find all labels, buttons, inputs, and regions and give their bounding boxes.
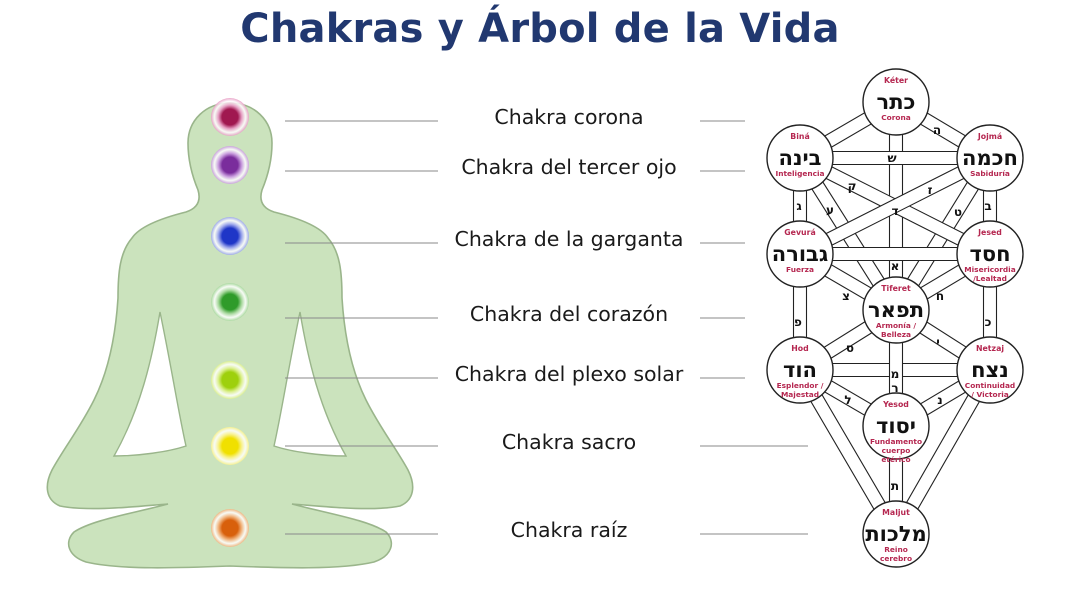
sephira-meaning: Sabiduría	[970, 169, 1010, 178]
sephira-name: Hod	[791, 344, 808, 353]
sephira-name: Jojmá	[977, 132, 1002, 141]
sephira-name: Netzaj	[976, 344, 1004, 353]
sephira-circle	[766, 124, 834, 192]
path-letter: ג	[796, 199, 802, 213]
sephira-meaning: Belleza	[881, 330, 911, 339]
sephira-hebrew: בינה	[779, 146, 822, 170]
page-title: Chakras y Árbol de la Vida	[240, 6, 840, 52]
path-letter: פ	[794, 315, 802, 329]
chakra-dot-5	[211, 361, 249, 399]
chakra-label: Chakra del tercer ojo	[461, 155, 677, 179]
sephira-hebrew: תפאר	[868, 298, 924, 322]
left-arm-gap	[112, 311, 187, 457]
path-letter: ז	[928, 183, 933, 197]
sephira-meaning: cuerpo	[882, 446, 911, 455]
sephira-circle	[956, 336, 1024, 404]
path-letter: כ	[985, 315, 992, 329]
chakra-label: Chakra corona	[494, 105, 644, 129]
sephira-name: Biná	[790, 132, 809, 141]
sephira-meaning: / Victoria	[971, 390, 1009, 399]
sephira-circle	[956, 124, 1024, 192]
chakra-dot-4	[211, 283, 249, 321]
sephira-circle	[862, 276, 930, 344]
path-letter: ל	[844, 393, 851, 407]
chakra-dot-7	[211, 509, 249, 547]
sephira-hebrew: הוד	[783, 358, 817, 382]
path-letter: מ	[891, 367, 900, 381]
sephira-meaning: Esplendor /	[777, 381, 824, 390]
path-letter: ע	[826, 203, 834, 217]
sephira-name: Maljut	[882, 508, 910, 517]
sephira-circle	[862, 392, 930, 460]
chakra-label: Chakra del corazón	[469, 302, 669, 326]
sephira-circle	[862, 68, 930, 136]
path-letter: ט	[954, 205, 962, 219]
path-letter: י	[936, 335, 940, 349]
path-letter: ת	[891, 479, 899, 493]
path-letter: ד	[891, 204, 898, 218]
sephira-meaning: /Lealtad	[973, 274, 1007, 283]
sephira-name: Yesod	[882, 400, 909, 409]
path-letter: ר	[891, 381, 898, 395]
sephira-circle	[766, 336, 834, 404]
path-letter: ח	[936, 289, 944, 303]
chakra-label: Chakra de la garganta	[454, 227, 684, 251]
sephira-hebrew: מלכות	[865, 522, 926, 546]
chakra-dot-6	[211, 427, 249, 465]
sephira-meaning: etérico	[881, 455, 910, 464]
sephira-circle	[766, 220, 834, 288]
sephira-meaning: Fuerza	[786, 265, 814, 274]
sephira-circle	[956, 220, 1024, 288]
path-letter: נ	[937, 393, 942, 407]
sephira-meaning: Reino	[884, 545, 908, 554]
path-letter: ש	[887, 151, 896, 165]
sephira-meaning: cerebro	[880, 554, 912, 563]
chakra-label: Chakra raíz	[510, 518, 628, 542]
path-letter: צ	[842, 289, 850, 303]
path-letter: ב	[984, 199, 991, 213]
sephira-meaning: Armonía /	[876, 321, 916, 330]
sephira-hebrew: נצח	[971, 358, 1009, 382]
chakra-label: Chakra sacro	[501, 430, 637, 454]
path-letter: א	[891, 259, 900, 273]
sephira-meaning: Continuidad	[965, 381, 1015, 390]
sephira-meaning: Majestad	[781, 390, 819, 399]
chakra-label: Chakra del plexo solar	[454, 362, 684, 386]
chakra-dot-2	[211, 146, 249, 184]
chakra-dot-3	[211, 217, 249, 255]
sephira-name: Jesed	[977, 228, 1002, 237]
chakra-dot-1	[211, 98, 249, 136]
sephira-meaning: Corona	[881, 113, 910, 122]
sephira-hebrew: יסוד	[876, 414, 916, 438]
sephira-meaning: Inteligencia	[775, 169, 824, 178]
path-letter: ה	[933, 123, 941, 137]
sephira-hebrew: כתר	[877, 90, 916, 114]
sephira-name: Gevurá	[784, 228, 815, 237]
sephira-hebrew: גבורה	[772, 242, 828, 266]
sephira-circle	[862, 500, 930, 568]
sephira-hebrew: חסד	[969, 242, 1010, 266]
sephira-meaning: Misericordia	[964, 265, 1015, 274]
path-letter: ס	[846, 341, 854, 355]
sephira-name: Kéter	[884, 76, 908, 85]
right-arm-gap	[273, 311, 348, 457]
sephira-name: Tiferet	[881, 284, 911, 293]
sephira-meaning: Fundamento	[870, 437, 922, 446]
path-letter: ק	[848, 179, 857, 193]
sephira-hebrew: חכמה	[962, 146, 1018, 170]
